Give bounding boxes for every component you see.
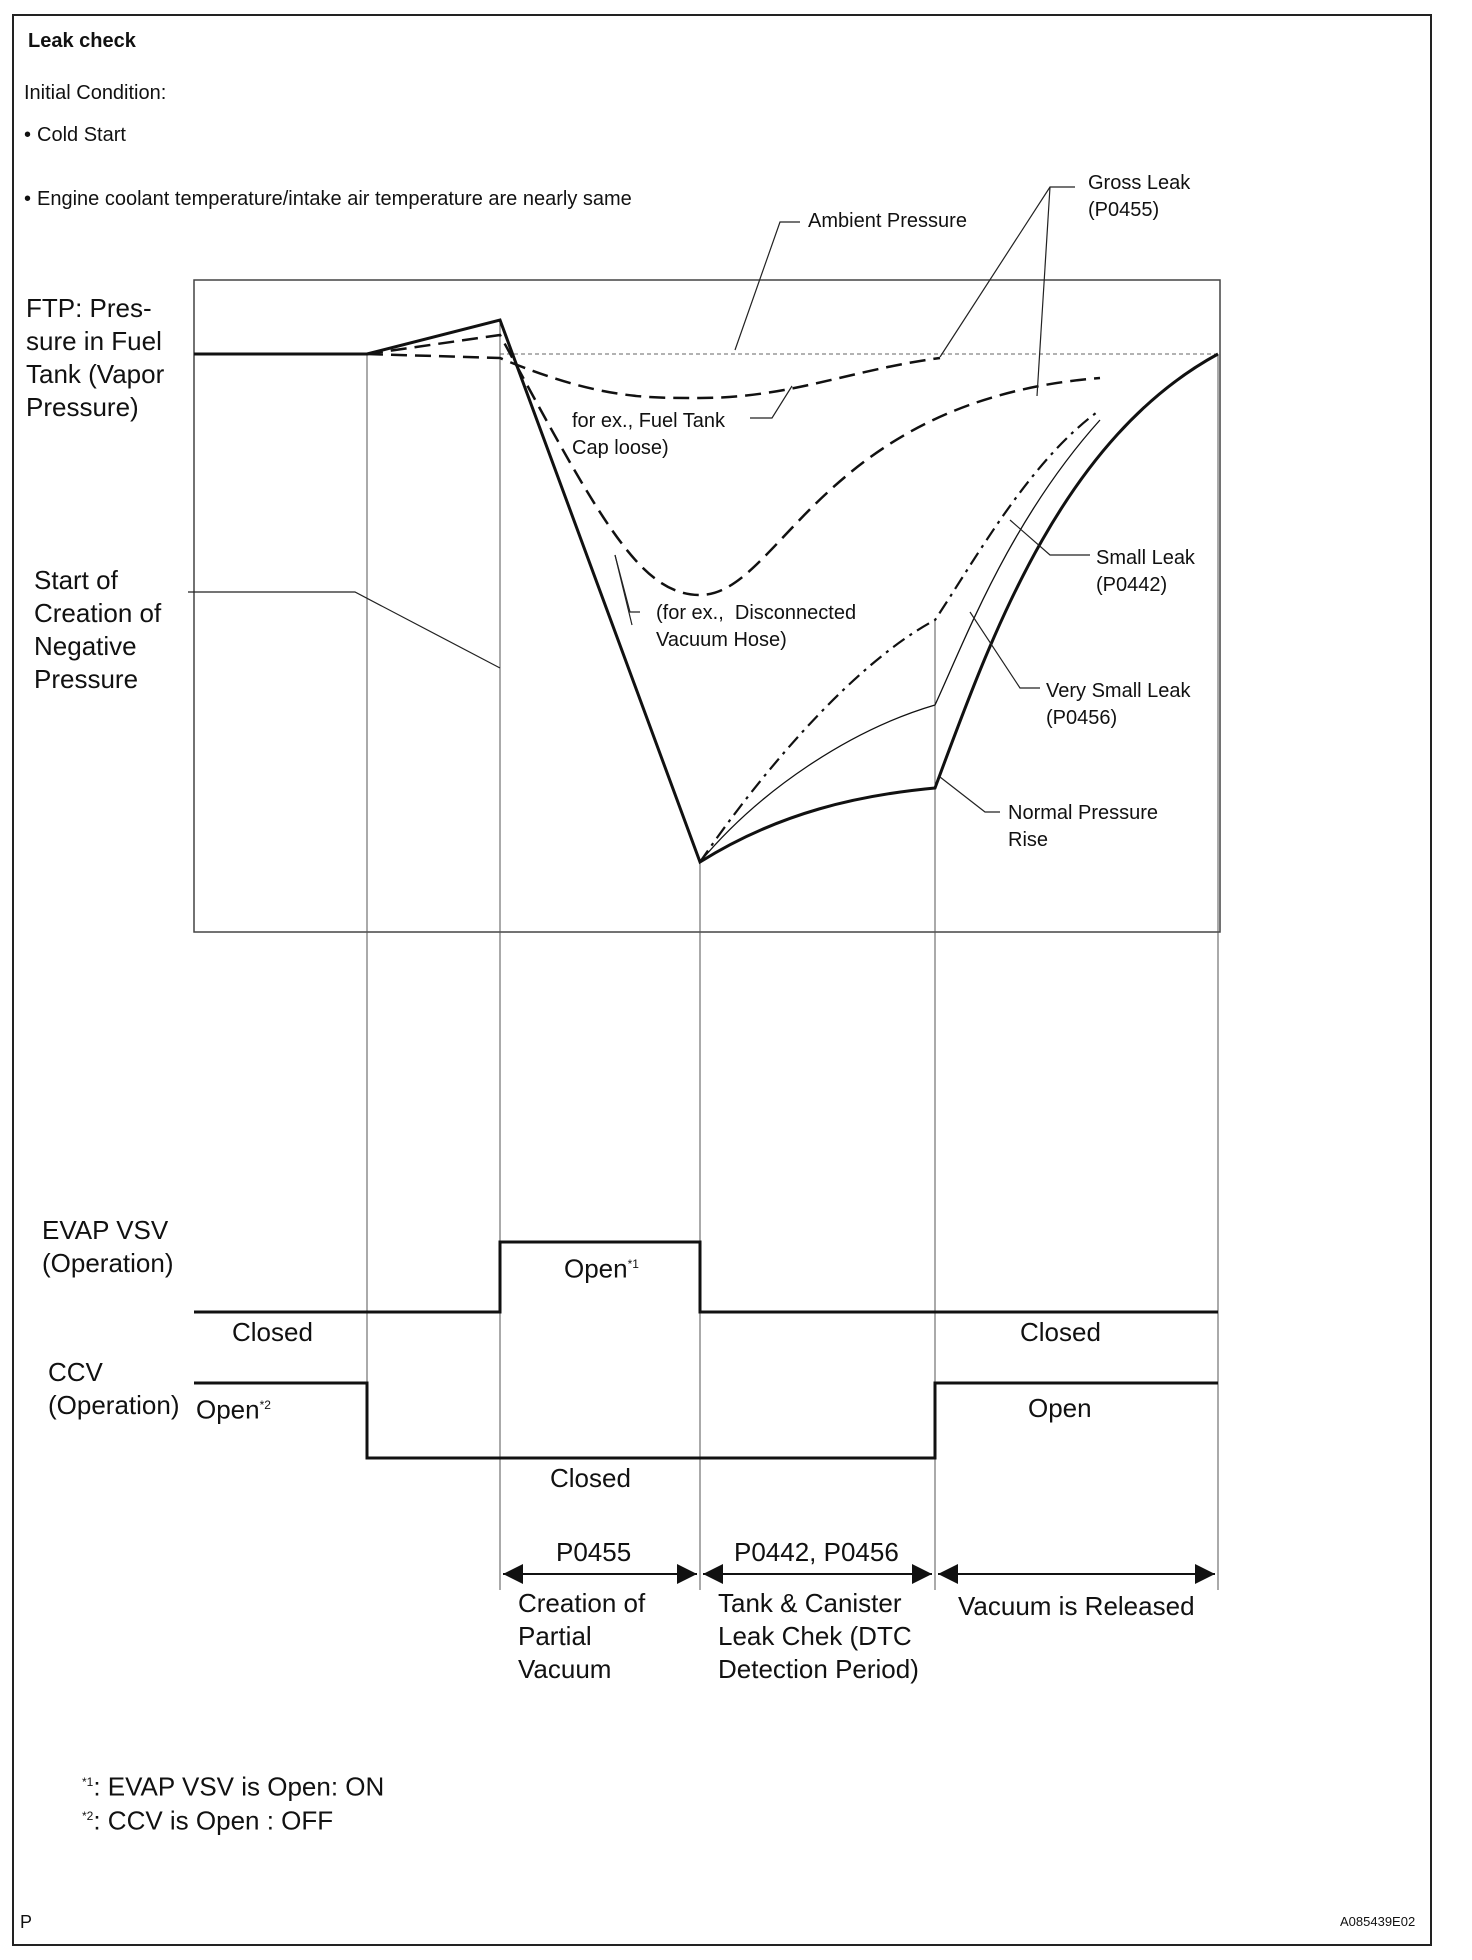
- ambient-pressure-label: Ambient Pressure: [808, 210, 967, 232]
- small-leak-curve: [699, 409, 1101, 863]
- period-code-p0442: P0442, P0456: [734, 1537, 899, 1567]
- leader-very-small: [969, 611, 1040, 689]
- footnote-2: *2: CCV is Open : OFF: [82, 1805, 334, 1836]
- leader-start: [188, 591, 501, 669]
- gross-leak-label: Gross Leak (P0455): [1088, 172, 1191, 221]
- leader-hose-2: [614, 554, 633, 626]
- y-axis-label: FTP: Pres- sure in Fuel Tank (Vapor Pres…: [26, 293, 165, 422]
- footnote-1: *1: EVAP VSV is Open: ON: [82, 1771, 385, 1802]
- small-leak-label: Small Leak (P0442): [1096, 547, 1195, 596]
- condition-item: Cold Start: [24, 124, 126, 147]
- ccv-open-right: Open: [1028, 1393, 1092, 1423]
- start-negative-pressure-label: Start of Creation of Negative Pressure: [34, 565, 162, 694]
- section-title: Leak check: [28, 30, 136, 52]
- evap-vsv-closed-left: Closed: [232, 1317, 313, 1347]
- period-desc-release: Vacuum is Released: [958, 1591, 1195, 1621]
- period-desc-vacuum: Creation of Partial Vacuum: [518, 1588, 646, 1684]
- cap-leak-curve: [366, 352, 941, 400]
- pressure-graph-frame: [193, 279, 1221, 933]
- hose-leak-curve: [366, 333, 1101, 597]
- ccv-open-left: Open*2: [196, 1394, 271, 1425]
- normal-pressure-rise-label: Normal Pressure Rise: [1008, 802, 1159, 851]
- fuel-cap-note: for ex., Fuel Tank Cap loose): [572, 410, 726, 459]
- ccv-trace: [194, 1381, 1218, 1460]
- leader-normal: [939, 776, 1000, 813]
- evap-vsv-open: Open*1: [564, 1253, 639, 1284]
- period-desc-leak-check: Tank & Canister Leak Chek (DTC Detection…: [718, 1588, 919, 1684]
- normal-pressure-curve: [194, 318, 1219, 865]
- very-small-leak-curve: [699, 419, 1101, 863]
- page-frame: [12, 14, 1432, 1946]
- evap-vsv-closed-right: Closed: [1020, 1317, 1101, 1347]
- condition-item: Engine coolant temperature/intake air te…: [24, 188, 632, 211]
- leader-cap: [750, 385, 793, 419]
- leader-ambient: [734, 221, 800, 351]
- ccv-closed: Closed: [550, 1463, 631, 1493]
- leader-small: [1009, 519, 1090, 556]
- evap-vsv-trace: [194, 1240, 1218, 1314]
- very-small-leak-label: Very Small Leak (P0456): [1046, 680, 1191, 729]
- leader-gross-2: [1036, 186, 1051, 397]
- leader-hose: [614, 554, 640, 613]
- corner-letter: P: [20, 1912, 33, 1932]
- reference-code: A085439E02: [1340, 1914, 1416, 1929]
- hose-note: (for ex., Disconnected Vacuum Hose): [656, 602, 857, 651]
- initial-condition-label: Initial Condition:: [24, 82, 167, 104]
- ccv-label-name: CCV (Operation): [48, 1357, 180, 1420]
- period-code-p0455: P0455: [556, 1537, 632, 1567]
- evap-vsv-label: EVAP VSV (Operation): [42, 1215, 174, 1278]
